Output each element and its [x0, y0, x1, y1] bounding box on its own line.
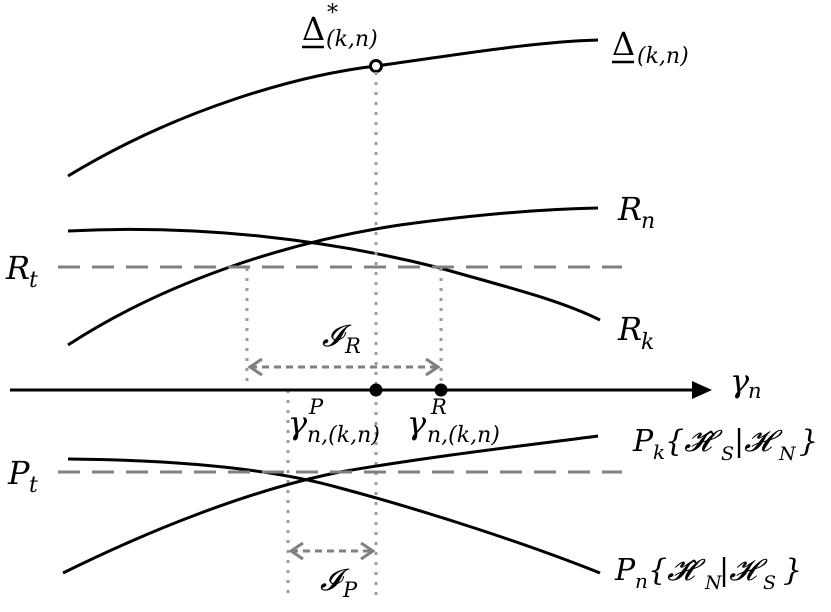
gamma-p-label: γ P n,(k,n) [288, 395, 380, 448]
svg-text:R: R [430, 395, 447, 419]
svg-text:k: k [653, 440, 665, 464]
svg-text:P: P [308, 395, 324, 419]
svg-text:{𝓗̂: {𝓗̂ [648, 553, 706, 588]
svg-text:R: R [617, 310, 642, 348]
svg-text:γ: γ [730, 362, 750, 400]
jr-arrow-right [425, 357, 441, 377]
svg-text:Δ: Δ [612, 25, 635, 63]
pt-label: P t [7, 454, 38, 498]
svg-text:P: P [7, 454, 30, 492]
rt-label: R t [5, 249, 38, 293]
jr-label: 𝓘 R [322, 319, 361, 358]
jp-arrow-right [360, 541, 376, 561]
gamma-p-point [369, 383, 383, 397]
svg-text:n,(k,n): n,(k,n) [427, 423, 500, 448]
delta-curve [67, 38, 599, 178]
svg-text:P: P [614, 553, 636, 588]
rn-label: R n [617, 190, 655, 234]
rk-curve [67, 227, 601, 322]
svg-text:t: t [29, 268, 38, 293]
rn-curve [67, 206, 599, 347]
rk-label: R k [617, 310, 654, 355]
svg-text:S: S [721, 443, 734, 465]
svg-text:R: R [617, 190, 642, 228]
jp-label: 𝓘 P [320, 563, 358, 602]
gamma-axis-label: γ n [730, 362, 762, 403]
svg-text:}: } [799, 424, 818, 459]
gamma-axis-arrowhead [692, 381, 712, 399]
delta-label: Δ (k,n) [612, 25, 689, 69]
svg-text:N: N [704, 572, 723, 594]
svg-text:{𝓗̂: {𝓗̂ [665, 424, 723, 459]
svg-text:n: n [748, 379, 762, 403]
svg-text:N: N [778, 443, 797, 465]
svg-text:P: P [632, 424, 654, 459]
gamma-r-point [434, 383, 448, 397]
pn-label: P n {𝓗̂ N |𝓗 S } [614, 553, 802, 594]
svg-text:R: R [5, 249, 30, 287]
svg-text:(k,n): (k,n) [637, 44, 689, 69]
svg-text:t: t [29, 473, 38, 498]
svg-text:(k,n): (k,n) [326, 27, 378, 52]
svg-text:*: * [327, 1, 338, 26]
svg-text:|𝓗: |𝓗 [719, 553, 768, 588]
svg-text:P: P [342, 578, 358, 602]
svg-text:S: S [763, 572, 776, 594]
svg-text:n: n [635, 569, 648, 593]
pn-curve [67, 457, 601, 575]
jp-arrow-left [288, 541, 304, 561]
svg-text:}: } [783, 553, 802, 588]
svg-text:R: R [344, 334, 361, 358]
svg-text:Δ: Δ [302, 10, 325, 48]
svg-text:|𝓗: |𝓗 [734, 424, 783, 459]
delta-star-label: Δ * (k,n) [302, 1, 378, 52]
svg-text:γ: γ [288, 404, 308, 442]
svg-text:n,(k,n): n,(k,n) [307, 423, 380, 448]
pk-label: P k {𝓗̂ S |𝓗 N } [632, 424, 818, 465]
svg-text:γ: γ [407, 404, 427, 442]
gamma-r-label: γ R n,(k,n) [407, 395, 500, 448]
svg-text:k: k [641, 330, 654, 355]
delta-star-point [369, 59, 383, 73]
svg-text:n: n [641, 209, 655, 234]
jr-arrow-left [247, 357, 263, 377]
